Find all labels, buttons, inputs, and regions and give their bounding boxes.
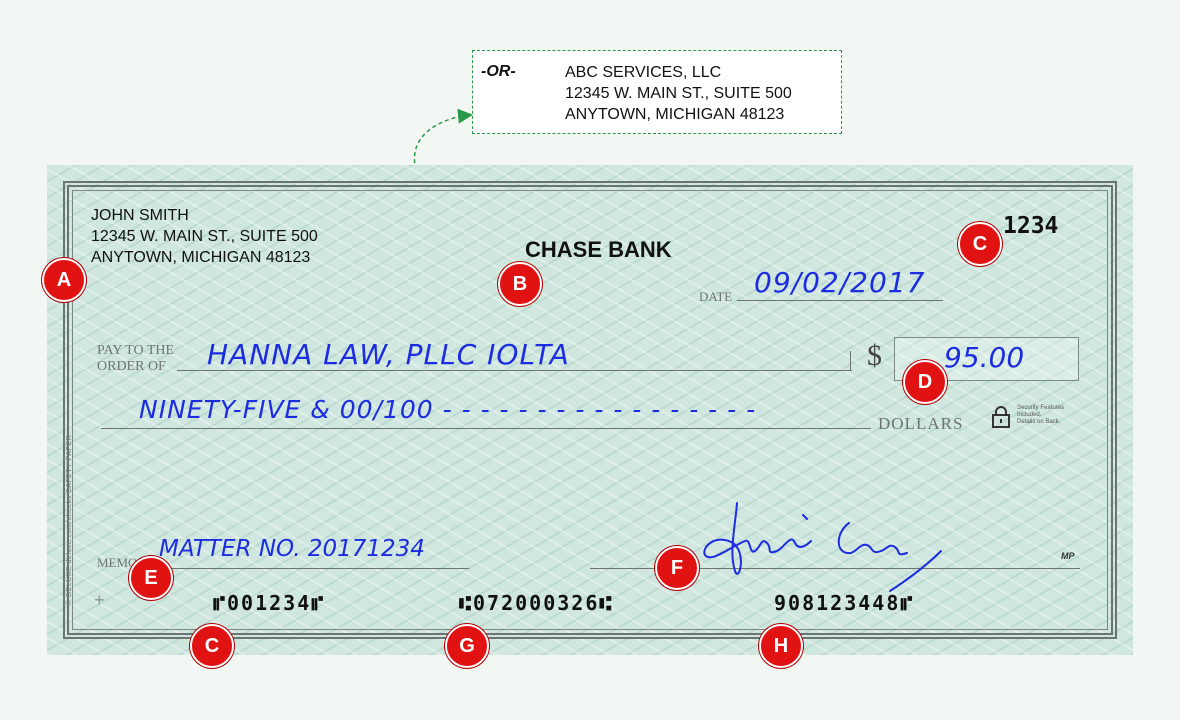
bank-name: CHASE BANK bbox=[525, 237, 672, 262]
dollars-label: DOLLARS bbox=[878, 414, 964, 433]
date-value: 09/02/2017 bbox=[754, 266, 926, 299]
payer-address: JOHN SMITH 12345 W. MAIN ST., SUITE 500 … bbox=[91, 205, 318, 268]
payer-name: JOHN SMITH bbox=[91, 207, 189, 224]
pay-to-label-line-2: ORDER OF bbox=[97, 359, 166, 374]
check-border bbox=[63, 181, 1117, 639]
security-line: Included. bbox=[1017, 412, 1042, 418]
amount-value: 95.00 bbox=[944, 341, 1025, 374]
lock-icon bbox=[992, 406, 1010, 428]
date-line bbox=[737, 300, 943, 301]
marker-c-top: C bbox=[958, 222, 1002, 266]
check-number: 1234 bbox=[1003, 213, 1059, 239]
marker-g: G bbox=[445, 624, 489, 668]
memo-line bbox=[133, 568, 469, 569]
side-security-text: © DELUXE deluxe.com/checks SAFETY PAPER bbox=[66, 434, 73, 605]
amount-in-words: NINETY-FIVE & 00/100 - - - - - - - - - -… bbox=[139, 395, 757, 424]
pay-to-label-line-1: PAY TO THE bbox=[97, 343, 175, 358]
payee-value: HANNA LAW, PLLC IOLTA bbox=[207, 338, 570, 371]
check-inner-border bbox=[72, 190, 1108, 630]
alternate-address-line: 12345 W. MAIN ST., SUITE 500 bbox=[565, 85, 792, 102]
signature-line bbox=[590, 568, 1080, 569]
marker-a: A bbox=[42, 258, 86, 302]
marker-d: D bbox=[903, 360, 947, 404]
memo-label: MEMO bbox=[97, 555, 138, 570]
alternate-address-line: ANYTOWN, MICHIGAN 48123 bbox=[565, 106, 785, 123]
marker-b: B bbox=[498, 262, 542, 306]
date-label: DATE bbox=[699, 289, 733, 304]
marker-c-bottom: C bbox=[190, 624, 234, 668]
or-label: -OR- bbox=[481, 63, 516, 80]
payer-street: 12345 W. MAIN ST., SUITE 500 bbox=[91, 228, 318, 245]
payee-line bbox=[177, 370, 852, 371]
payer-city: ANYTOWN, MICHIGAN 48123 bbox=[91, 249, 311, 266]
security-line: Security Features bbox=[1017, 405, 1065, 411]
plus-mark: + bbox=[94, 590, 105, 610]
security-features-note: Security Features Included. Details on B… bbox=[1017, 405, 1064, 426]
amount-words-line bbox=[101, 428, 871, 429]
mp-label: MP bbox=[1061, 551, 1075, 561]
signature bbox=[703, 502, 942, 592]
micr-account-number: 908123448⑈ bbox=[774, 591, 915, 615]
pay-to-label: PAY TO THE ORDER OF bbox=[97, 343, 174, 375]
payee-line-end bbox=[850, 351, 851, 371]
bank-check: © DELUXE deluxe.com/checks SAFETY PAPER … bbox=[47, 165, 1133, 655]
marker-f: F bbox=[655, 546, 699, 590]
alternate-address-box: -OR- ABC SERVICES, LLC 12345 W. MAIN ST.… bbox=[472, 50, 842, 134]
marker-h: H bbox=[759, 624, 803, 668]
security-line: Details on Back. bbox=[1017, 419, 1061, 425]
memo-value: MATTER NO. 20171234 bbox=[159, 536, 425, 562]
alternate-address: ABC SERVICES, LLC 12345 W. MAIN ST., SUI… bbox=[565, 62, 792, 125]
marker-e: E bbox=[129, 556, 173, 600]
dollar-sign: $ bbox=[867, 339, 882, 372]
micr-routing-number: ⑆072000326⑆ bbox=[459, 591, 614, 615]
alternate-address-line: ABC SERVICES, LLC bbox=[565, 64, 722, 81]
micr-check-number: ⑈001234⑈ bbox=[213, 591, 326, 615]
